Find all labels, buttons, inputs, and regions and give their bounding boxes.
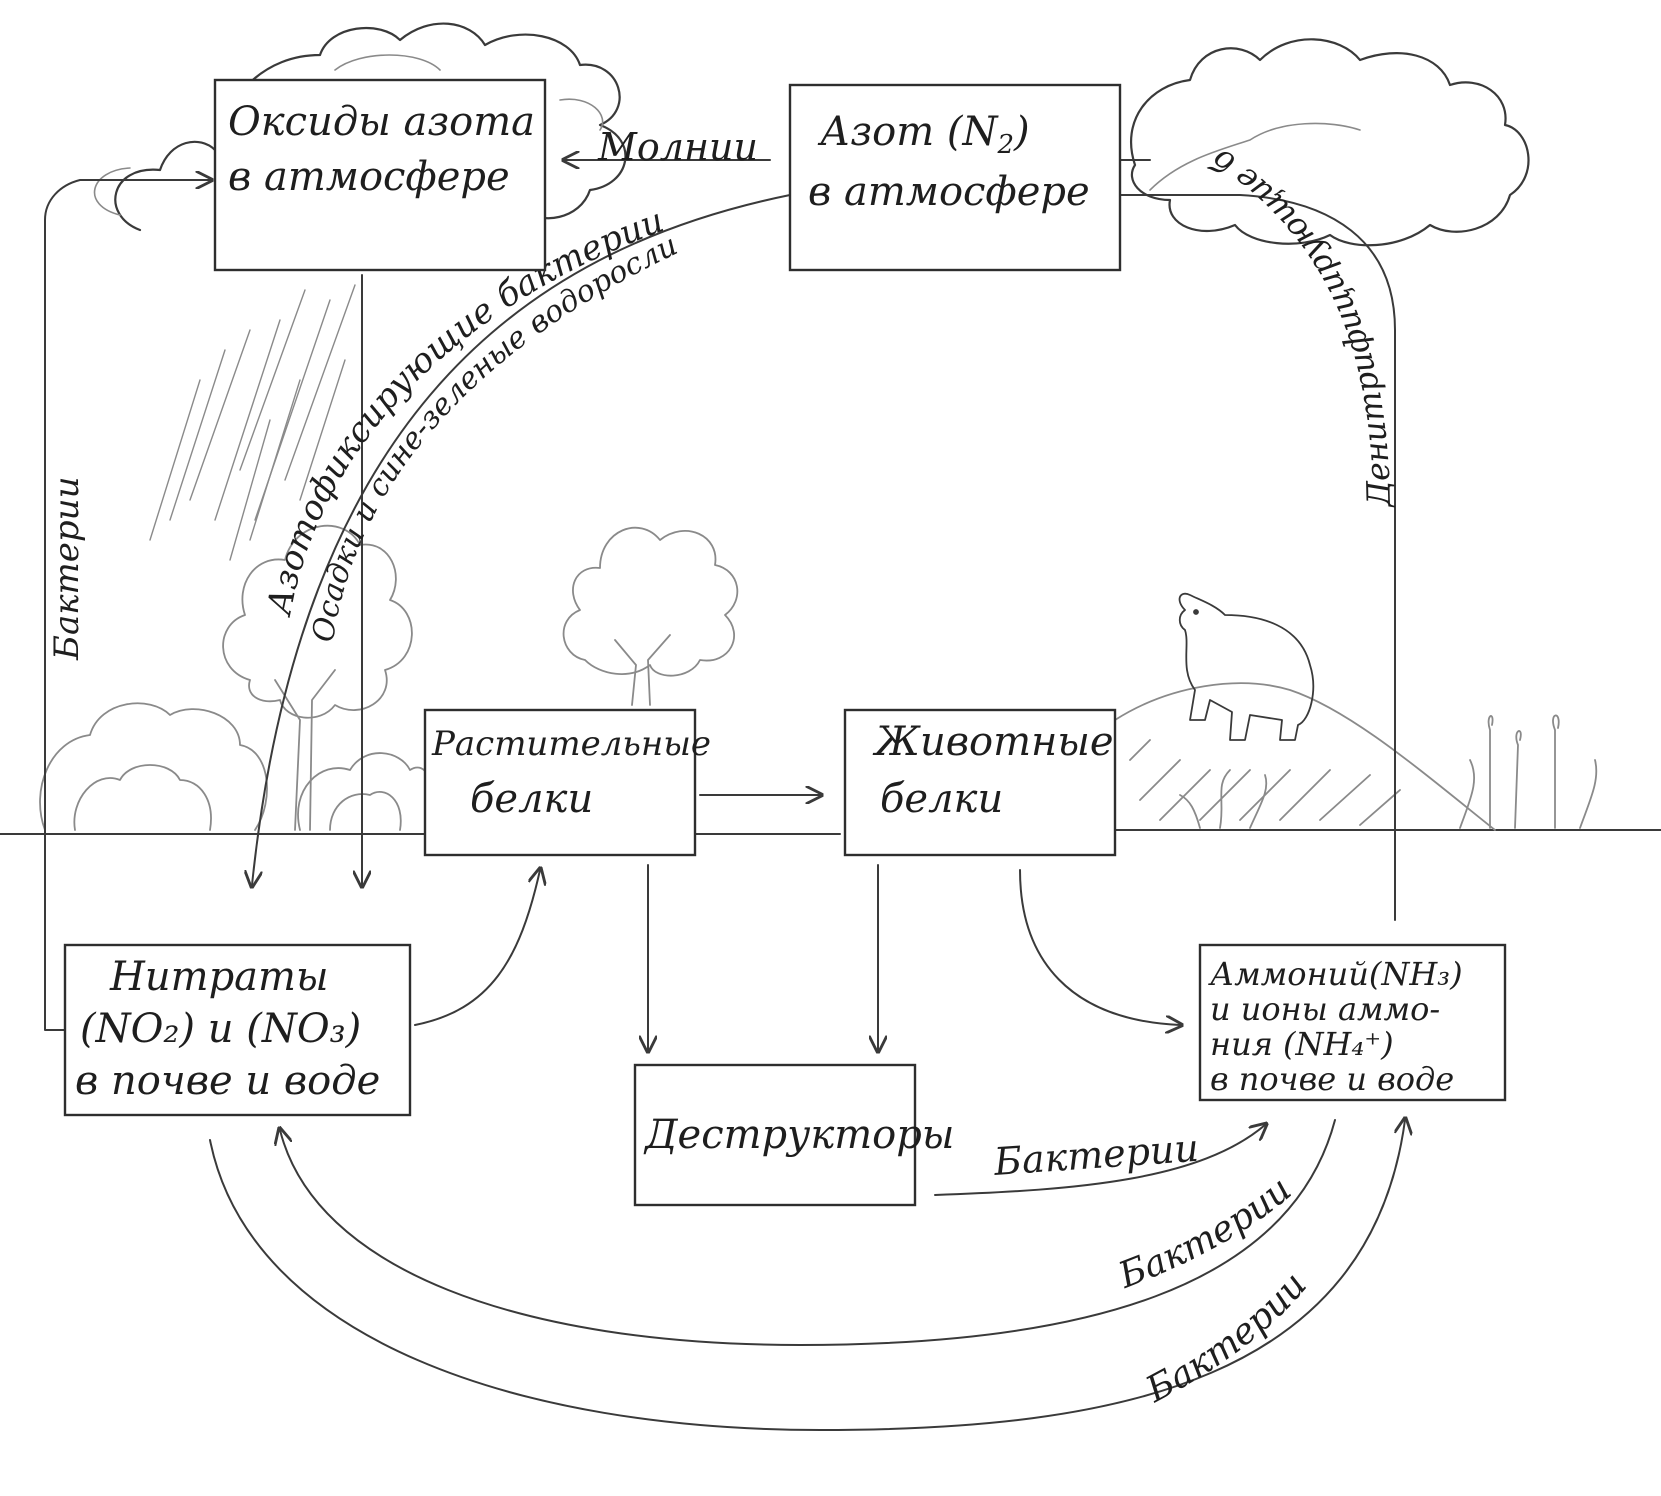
arrow-nitrogen-to-cloud [1119, 159, 1396, 921]
arrow-nitrogen-fixation [252, 194, 791, 885]
ground-line [0, 829, 1661, 835]
cloud-left [93, 22, 627, 232]
arrow-ammonium-to-nitrates-inner [280, 1119, 1336, 1346]
box-animal-proteins-line1: Животные [872, 719, 1114, 765]
box-atmospheric-nitrogen-line1: Азот (N2) [817, 109, 1030, 160]
box-animal-proteins: Животные белки [843, 708, 1117, 857]
box-atmospheric-nitrogen: Азот (N2) в атмосфере [788, 83, 1122, 272]
bear [1178, 592, 1315, 741]
box-nitrates-line1: Нитраты [109, 954, 329, 1000]
arrow-decomposers-to-ammonium [934, 1125, 1265, 1196]
arrow-nitrates-to-ammonium-outer [209, 1120, 1405, 1431]
box-nitrogen-oxides-line2: в атмосфере [228, 154, 510, 200]
box-plant-proteins-line2: белки [470, 776, 593, 822]
label-bacteria-left: Бактерии [47, 477, 87, 661]
box-ammonium-line3: ния (NH₄⁺) [1210, 1025, 1394, 1063]
arrow-animals-to-ammonium [1019, 869, 1180, 1025]
box-decomposers-line1: Деструкторы [643, 1112, 954, 1158]
box-nitrogen-oxides: Оксиды азота в атмосфере [213, 78, 547, 272]
arrow-bacteria-left-loop [44, 180, 210, 1031]
box-plant-proteins: Растительные белки [423, 708, 711, 857]
box-nitrates: Нитраты (NO₂) и (NO₃) в почве и воде [63, 943, 412, 1117]
rain-lines [149, 284, 356, 561]
label-lightning: Молнии [597, 125, 758, 169]
box-animal-proteins-line2: белки [880, 776, 1003, 822]
box-nitrates-line2: (NO₂) и (NO₃) [80, 1006, 361, 1052]
label-denitrifying-bacteria: Денитрифицирующие бактерии [0, 0, 1398, 509]
box-nitrogen-oxides-line1: Оксиды азота [228, 99, 535, 145]
cloud-right [1129, 38, 1530, 247]
box-nitrates-line3: в почве и воде [75, 1058, 380, 1104]
box-ammonium: Аммоний(NH₃) и ионы аммо- ния (NH₄⁺) в п… [1198, 943, 1507, 1102]
box-atmospheric-nitrogen-line2: в атмосфере [808, 169, 1090, 215]
tree-middle [562, 526, 739, 706]
arrow-nitrates-to-plants [414, 870, 540, 1026]
box-plant-proteins-line1: Растительные [431, 724, 711, 764]
label-bacteria-decomposers: Бактерии [992, 1126, 1201, 1184]
box-ammonium-line2: и ионы аммо- [1210, 990, 1440, 1028]
reeds [1179, 714, 1598, 829]
box-decomposers: Деструкторы [633, 1063, 954, 1207]
label-bacteria-cycle-inner: Бактерии [1112, 1169, 1299, 1297]
bushes-left [39, 702, 435, 831]
tree-left [222, 524, 413, 831]
box-ammonium-line4: в почве и воде [1210, 1060, 1454, 1098]
label-bacteria-cycle-outer: Бактерии [1139, 1265, 1315, 1411]
hill [1114, 682, 1496, 831]
box-ammonium-line1: Аммоний(NH₃) [1208, 955, 1463, 993]
